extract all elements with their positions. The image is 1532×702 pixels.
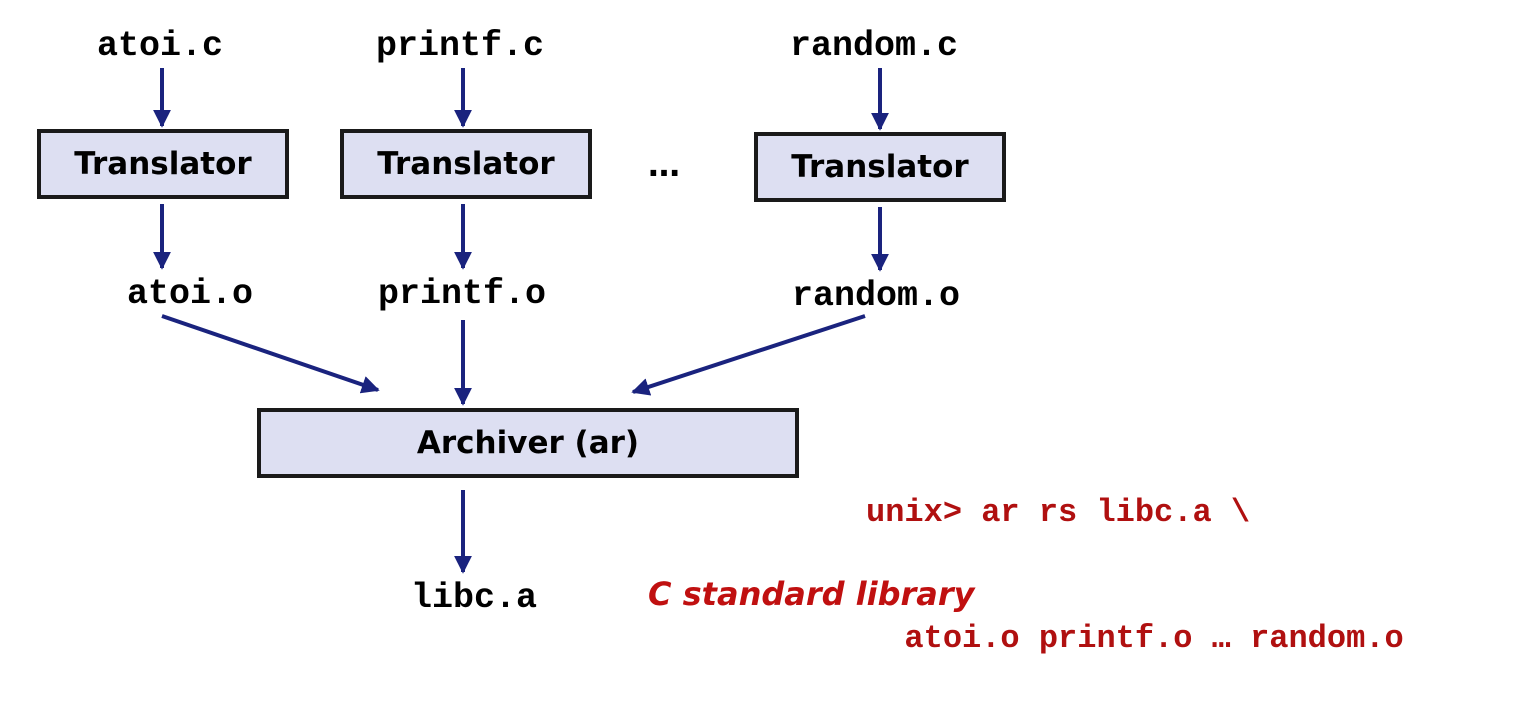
archiver-label: Archiver (ar) [416,425,640,461]
translator-box-random: Translator [754,132,1006,202]
archive-command-line-2: atoi.o printf.o … random.o [866,620,1404,657]
translator-label: Translator [74,146,252,182]
source-file-atoi-c: atoi.c [96,26,224,66]
arrows-layer [153,68,889,574]
archive-command: unix> ar rs libc.a \ atoi.o printf.o … r… [866,408,1404,702]
ellipsis: … [648,146,681,184]
object-file-atoi-o: atoi.o [126,274,254,314]
translator-box-atoi: Translator [37,129,289,199]
source-file-random-c: random.c [789,26,959,66]
output-file-libc-a: libc.a [410,578,538,618]
object-file-printf-o: printf.o [377,274,547,314]
library-caption: C standard library [648,575,975,613]
translator-label: Translator [791,149,969,185]
translator-box-printf: Translator [340,129,592,199]
arrow-random-o-to-archiver [631,314,866,396]
archiver-box: Archiver (ar) [257,408,799,478]
arrow-atoi-o-to-archiver [161,314,380,394]
translator-label: Translator [377,146,555,182]
archive-command-line-1: unix> ar rs libc.a \ [866,494,1251,531]
source-file-printf-c: printf.c [375,26,545,66]
object-file-random-o: random.o [791,276,961,316]
